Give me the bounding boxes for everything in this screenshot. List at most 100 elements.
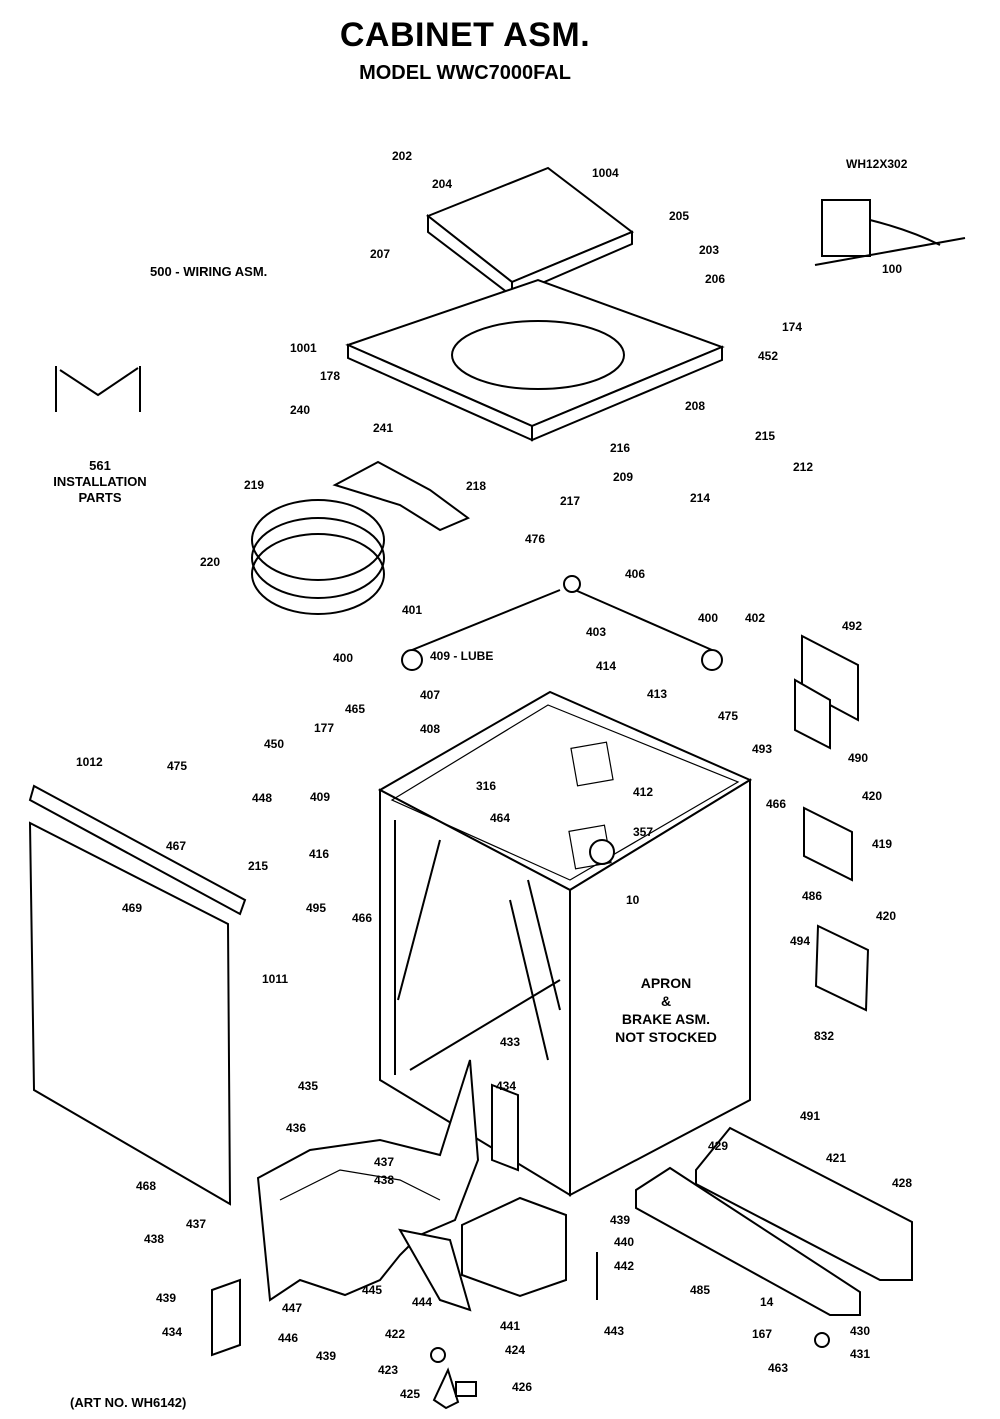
front-panel [28, 784, 247, 1206]
callout: 167 [752, 1327, 772, 1341]
callout: 209 [613, 470, 633, 484]
callout: 420 [876, 909, 896, 923]
callout: 400 [333, 651, 353, 665]
callout: 439 [156, 1291, 176, 1305]
callout: 100 [882, 262, 902, 276]
callout: 174 [782, 320, 802, 334]
cabinet-top [345, 278, 725, 442]
page-title: CABINET ASM. [339, 16, 591, 54]
callout: 450 [264, 737, 284, 751]
callout: 468 [136, 1179, 156, 1193]
callout: 463 [768, 1361, 788, 1375]
callout: 443 [604, 1324, 624, 1338]
support-rods [401, 575, 723, 671]
callout: 439 [316, 1349, 336, 1363]
callout: 203 [699, 243, 719, 257]
callout: 448 [252, 791, 272, 805]
callout: 212 [793, 460, 813, 474]
callout: 490 [848, 751, 868, 765]
callout: 446 [278, 1331, 298, 1345]
callout: 413 [647, 687, 667, 701]
art-number: (ART NO. WH6142) [70, 1395, 187, 1410]
callout: 357 [633, 825, 653, 839]
callout: 493 [752, 742, 772, 756]
callout: 204 [432, 177, 452, 191]
callout: 216 [610, 441, 630, 455]
small-parts [430, 1252, 830, 1410]
install-line-2: PARTS [78, 490, 122, 505]
callout: 438 [374, 1173, 394, 1187]
install-part-number: 561 [89, 458, 111, 473]
cabinet-body [377, 690, 753, 1197]
callout: 420 [862, 789, 882, 803]
callout: 475 [718, 709, 738, 723]
apron-line-4: NOT STOCKED [615, 1029, 717, 1045]
callout: 444 [412, 1295, 432, 1309]
callout: 494 [790, 934, 810, 948]
callout: 1001 [290, 341, 317, 355]
callout: 408 [420, 722, 440, 736]
callout: 1012 [76, 755, 103, 769]
install-line-1: INSTALLATION [53, 474, 147, 489]
callout: 436 [286, 1121, 306, 1135]
callout: 403 [586, 625, 606, 639]
callout: 434 [496, 1079, 516, 1093]
callout: 177 [314, 721, 334, 735]
callout: 402 [745, 611, 765, 625]
apron-brake-note: APRON & BRAKE ASM. NOT STOCKED [596, 974, 736, 1046]
callout: 205 [669, 209, 689, 223]
callout: 464 [490, 811, 510, 825]
callout: 206 [705, 272, 725, 286]
apron-line-1: APRON [640, 975, 692, 991]
callout: 440 [614, 1235, 634, 1249]
callout: 215 [248, 859, 268, 873]
callout: WH12X302 [846, 157, 908, 171]
callout: 220 [200, 555, 220, 569]
callout: 439 [610, 1213, 630, 1227]
callout: 424 [505, 1343, 525, 1357]
installation-parts-bracket [55, 366, 141, 412]
pump-housing [211, 1083, 567, 1357]
callout: 207 [370, 247, 390, 261]
callout: 491 [800, 1109, 820, 1123]
callout: 407 [420, 688, 440, 702]
callout: 241 [373, 421, 393, 435]
callout: 412 [633, 785, 653, 799]
callout: 423 [378, 1363, 398, 1377]
callout: 431 [850, 1347, 870, 1361]
callout: 421 [826, 1151, 846, 1165]
callout: 401 [402, 603, 422, 617]
callout: 495 [306, 901, 326, 915]
callout: 832 [814, 1029, 834, 1043]
callout: 492 [842, 619, 862, 633]
callout: 476 [525, 532, 545, 546]
callout: 437 [186, 1217, 206, 1231]
apron-line-2: & [660, 993, 672, 1009]
callout-labels: 202 204 1004 205 203 206 207 WH12X302 10… [76, 149, 912, 1401]
callout: 437 [374, 1155, 394, 1169]
callout: 217 [560, 494, 580, 508]
callout: 466 [352, 911, 372, 925]
callout: 178 [320, 369, 340, 383]
apron-line-3: BRAKE ASM. [621, 1011, 711, 1027]
callout: 485 [690, 1283, 710, 1297]
callout: 466 [766, 797, 786, 811]
callout: 422 [385, 1327, 405, 1341]
callout: 469 [122, 901, 142, 915]
callout: 406 [625, 567, 645, 581]
callout: 414 [596, 659, 616, 673]
suspension-bracket [332, 460, 470, 532]
callout: 467 [166, 839, 186, 853]
callout: 14 [760, 1295, 774, 1309]
callout: 486 [802, 889, 822, 903]
callout: 214 [690, 491, 710, 505]
callout: 215 [755, 429, 775, 443]
callout: 428 [892, 1176, 912, 1190]
callout: 425 [400, 1387, 420, 1401]
callout: 433 [500, 1035, 520, 1049]
model-subtitle: MODEL WWC7000FAL [359, 62, 571, 84]
callout: 218 [466, 479, 486, 493]
callout: 475 [167, 759, 187, 773]
callout: 400 [698, 611, 718, 625]
